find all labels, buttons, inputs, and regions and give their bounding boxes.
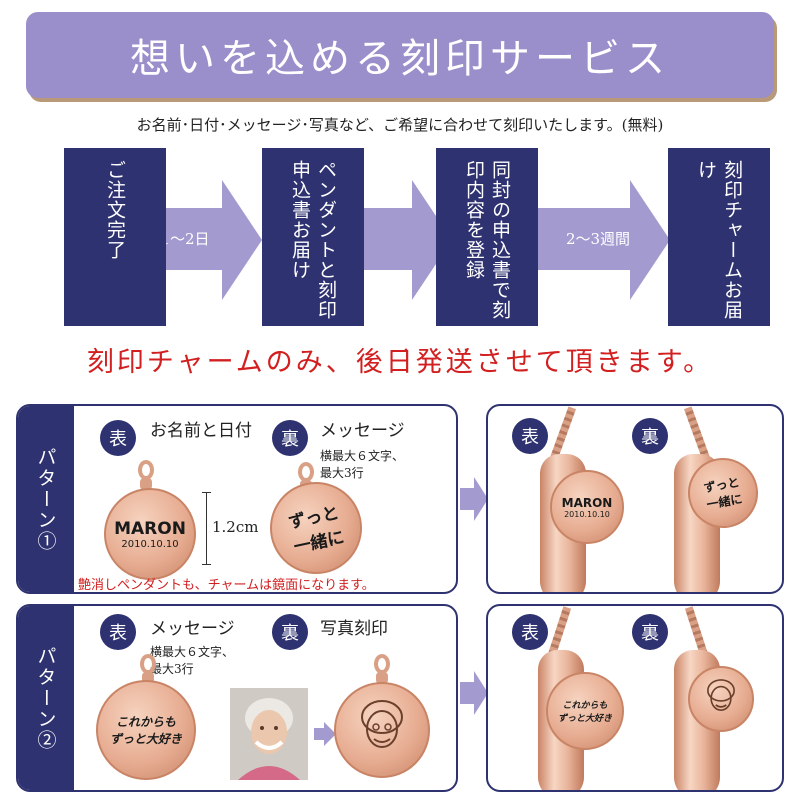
dimension-line [206, 492, 207, 564]
preview-front-badge: 表 [512, 614, 548, 650]
flow-arrow-3 [534, 208, 634, 270]
engraved-portrait [361, 700, 403, 748]
pattern2-arrow [460, 682, 474, 704]
front-label: お名前と日付 [150, 421, 252, 441]
pattern1-arrow [460, 488, 474, 510]
flow-step-label: 刻印チャームお届け [695, 160, 743, 320]
pattern2-tab-label: パターン② [34, 645, 57, 751]
front-sublabel-1: 横最大６文字、 [150, 645, 235, 659]
back-sublabel-2: 最大3行 [320, 466, 364, 480]
flow-step-label: ペンダントと刻印申込書お届け [289, 160, 337, 320]
pattern2-tab: パターン② [18, 606, 74, 790]
preview-photo-charm [688, 666, 754, 732]
charm-name: MARON [561, 495, 613, 510]
flow-arrow-2 [360, 208, 416, 270]
preview-back-badge: 裏 [632, 614, 668, 650]
dimension-tick-bottom [202, 564, 211, 565]
front-charm: MARON 2010.10.10 [104, 488, 196, 580]
charm-message-1: これからも [562, 701, 608, 711]
flow-arrow-3-label: 2〜3週間 [565, 230, 631, 248]
flow-step-order-complete: ご注文完了 [64, 148, 166, 326]
size-label: 1.2cm [212, 518, 259, 536]
back-label: メッセージ [320, 421, 405, 441]
charm-ring [140, 654, 156, 674]
portrait-illustration [230, 688, 308, 780]
charm-ring [298, 462, 314, 482]
title-banner: 想いを込める刻印サービス [26, 12, 774, 98]
charm-message-1: これからも [115, 715, 176, 729]
dimension-tick-top [202, 492, 211, 493]
charm-ring [138, 460, 154, 480]
front-badge: 表 [100, 614, 136, 650]
engraved-portrait [707, 679, 735, 711]
front-sublabel-2: 最大3行 [150, 662, 194, 676]
flow-step-label: 同封の申込書で刻印内容を登録 [463, 160, 511, 320]
flow-step-label: ご注文完了 [104, 160, 126, 260]
charm-date: 2010.10.10 [121, 538, 179, 550]
page-title: 想いを込める刻印サービス [130, 36, 670, 82]
preview-front-charm: MARON 2010.10.10 [550, 470, 624, 544]
charm-bail [140, 478, 152, 490]
preview-message-charm: これからも ずっと大好き [546, 672, 624, 750]
charm-message-2: ずっと大好き [557, 714, 612, 724]
pattern1-arrow-head [474, 477, 488, 521]
preview-front-badge: 表 [512, 418, 548, 454]
front-label: メッセージ [150, 619, 235, 639]
shipping-notice: 刻印チャームのみ、後日発送させて頂きます。 [86, 347, 714, 378]
subtitle: お名前･日付･メッセージ･写真など、ご希望に合わせて刻印いたします。(無料) [136, 116, 664, 134]
photo-charm [334, 682, 430, 778]
back-badge: 裏 [272, 614, 308, 650]
flow-arrow-3-head [630, 180, 670, 300]
charm-bail [376, 672, 388, 684]
message-charm: これからも ずっと大好き [96, 680, 196, 780]
back-sublabel-1: 横最大６文字、 [320, 449, 405, 463]
pattern1-tab-label: パターン① [34, 446, 57, 552]
flow-step-pendant-delivery: ペンダントと刻印申込書お届け [262, 148, 364, 326]
charm-message-2: ずっと大好き [109, 732, 182, 746]
back-badge: 裏 [272, 420, 308, 456]
pattern2-arrow-head [474, 671, 488, 715]
flow-step-charm-delivery: 刻印チャームお届け [668, 148, 770, 326]
matte-note: 艶消しペンダントも、チャームは鏡面になります。 [78, 578, 375, 593]
pattern1-panel: パターン① [16, 404, 458, 594]
customer-photo [230, 688, 308, 780]
charm-ring [374, 654, 390, 674]
photo-arrow [314, 728, 324, 740]
flow-arrow-1-label: 1〜2日 [160, 230, 210, 248]
charm-name: MARON [114, 518, 186, 539]
front-badge: 表 [100, 420, 136, 456]
flow-arrow-1-head [222, 180, 262, 300]
preview-back-badge: 裏 [632, 418, 668, 454]
back-label: 写真刻印 [320, 619, 388, 639]
photo-arrow-head [324, 722, 336, 746]
flow-step-register: 同封の申込書で刻印内容を登録 [436, 148, 538, 326]
pattern1-tab: パターン① [18, 406, 74, 592]
charm-date: 2010.10.10 [564, 509, 610, 519]
emphasis-dots: ・・・・ [400, 343, 521, 357]
